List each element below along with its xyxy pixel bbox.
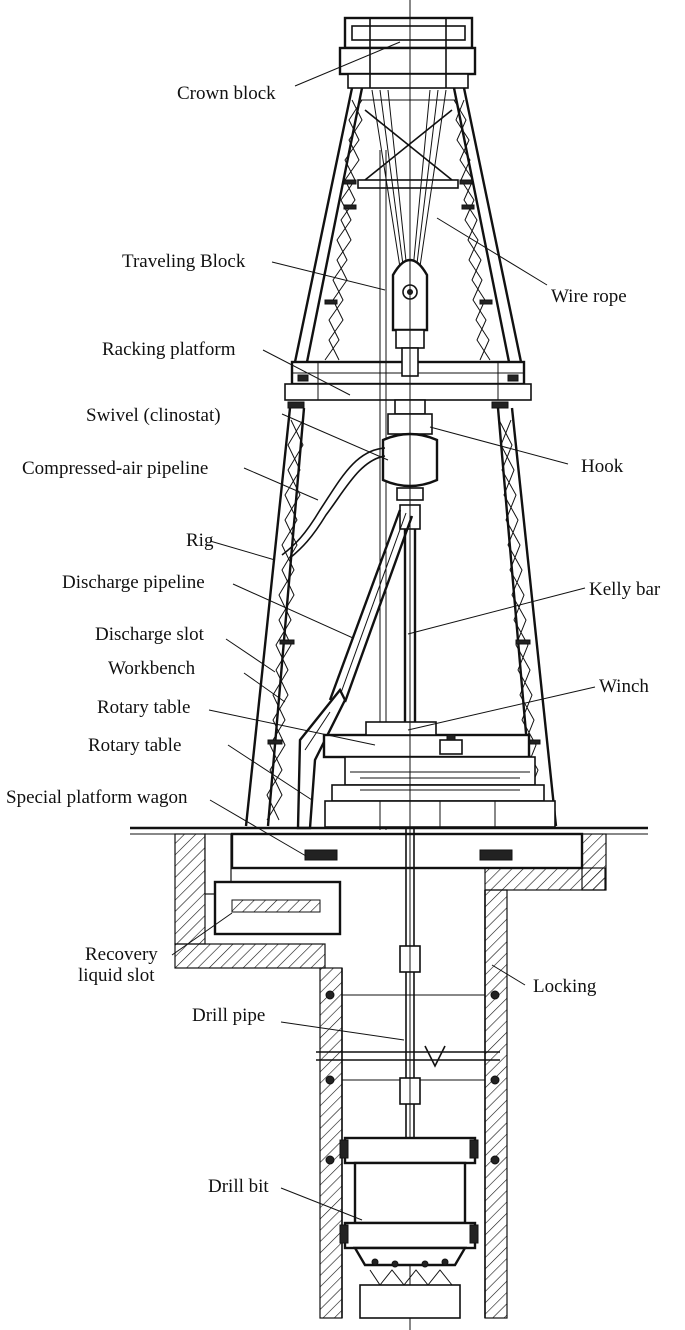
compressed-air-hose xyxy=(281,447,386,556)
label-recovery-liquid-slot-1: Recovery xyxy=(85,944,158,965)
label-hook: Hook xyxy=(581,456,624,477)
label-swivel: Swivel (clinostat) xyxy=(86,405,221,426)
label-discharge-pipeline: Discharge pipeline xyxy=(62,572,205,593)
label-recovery-liquid-slot-2: liquid slot xyxy=(78,965,155,986)
label-compressed-air-pipeline: Compressed-air pipeline xyxy=(22,458,208,479)
drill-bit xyxy=(339,1136,479,1319)
label-winch: Winch xyxy=(599,676,649,697)
label-rotary-table-2: Rotary table xyxy=(88,735,181,756)
rig-structure xyxy=(244,16,558,830)
label-special-platform-wagon: Special platform wagon xyxy=(6,787,188,808)
drill-pipe xyxy=(399,0,421,1330)
label-rotary-table-1: Rotary table xyxy=(97,697,190,718)
label-wire-rope: Wire rope xyxy=(551,286,627,307)
label-traveling-block: Traveling Block xyxy=(122,251,246,272)
labels: Crown block Traveling Block Wire rope Ra… xyxy=(6,83,661,1197)
kelly-bar xyxy=(403,529,417,722)
crown-block xyxy=(338,16,477,89)
recovery-liquid-slot xyxy=(213,880,342,936)
locking xyxy=(325,990,335,1000)
rotary-table xyxy=(322,721,556,828)
discharge-pipeline xyxy=(328,509,414,703)
label-rig: Rig xyxy=(186,530,214,551)
upper-derrick xyxy=(293,87,523,363)
leader-lines xyxy=(171,41,596,1221)
label-kelly-bar: Kelly bar xyxy=(589,579,661,600)
label-workbench: Workbench xyxy=(108,658,196,679)
label-locking: Locking xyxy=(533,976,597,997)
special-platform-wagon xyxy=(230,832,584,870)
label-drill-bit: Drill bit xyxy=(208,1176,269,1197)
label-racking-platform: Racking platform xyxy=(102,339,236,360)
label-discharge-slot: Discharge slot xyxy=(95,624,205,645)
lower-derrick xyxy=(244,407,558,827)
winch xyxy=(360,777,520,791)
ground-section xyxy=(130,826,648,1319)
label-drill-pipe: Drill pipe xyxy=(192,1005,265,1026)
label-crown-block: Crown block xyxy=(177,83,276,104)
wire-rope xyxy=(371,89,447,830)
